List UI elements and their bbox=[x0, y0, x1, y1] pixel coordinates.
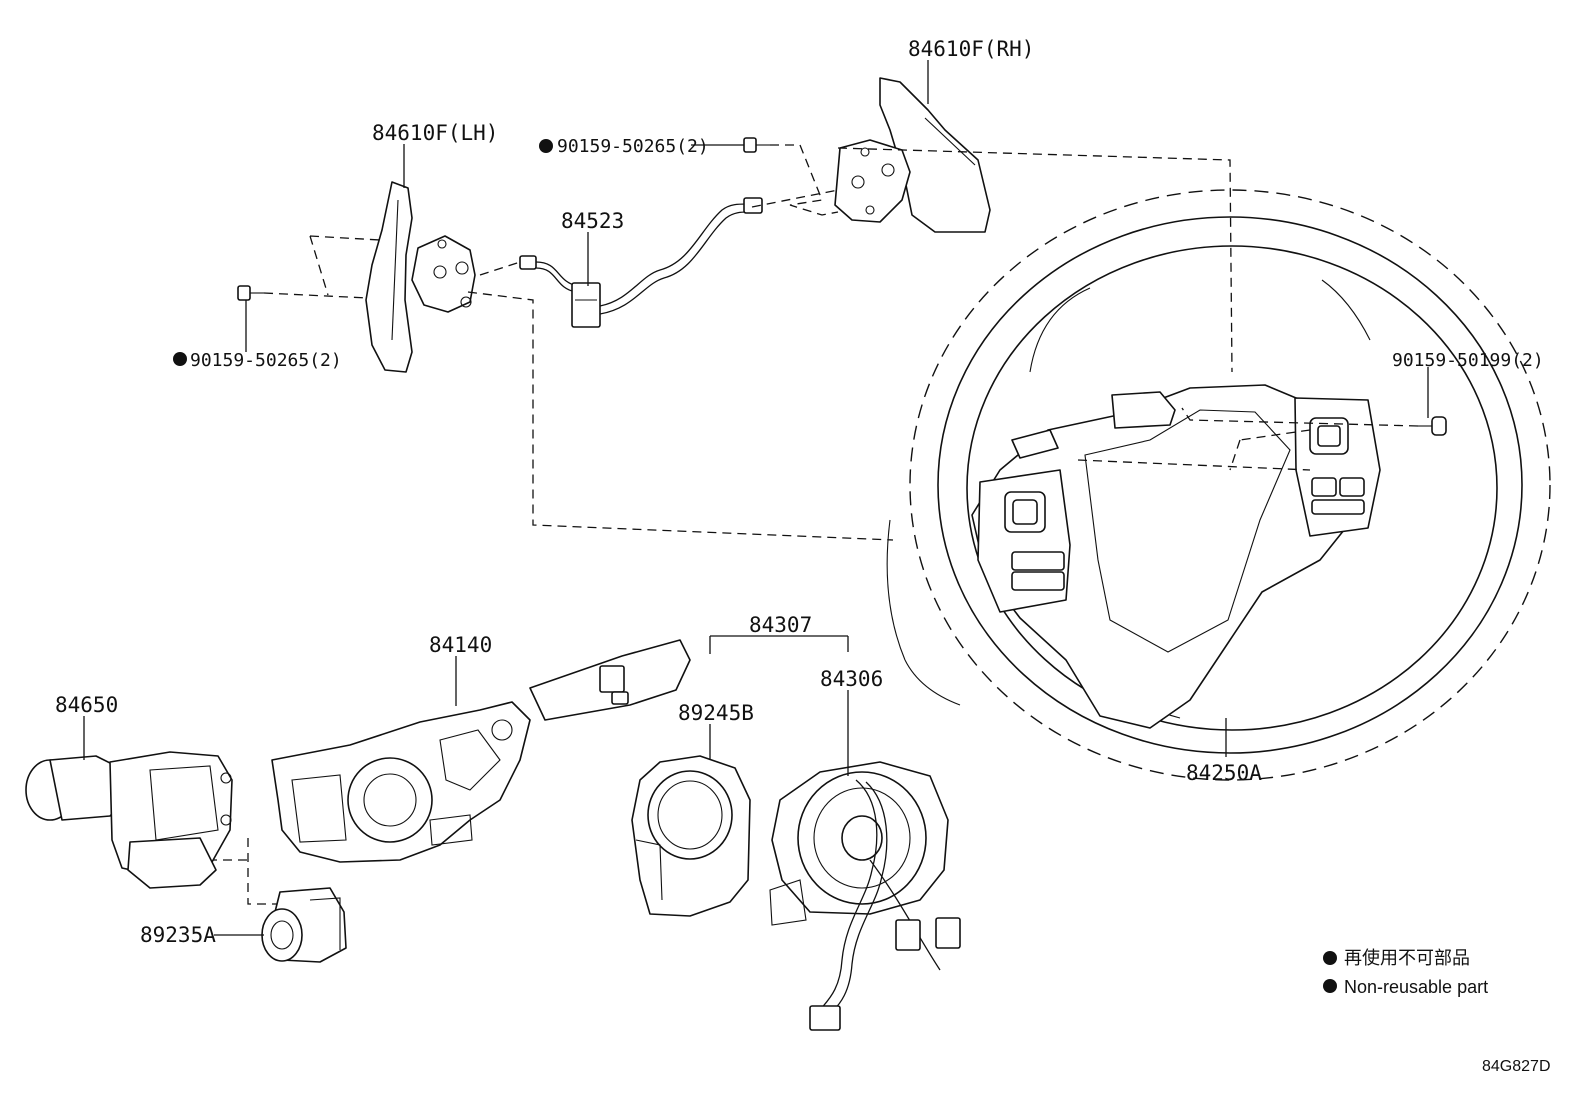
label-steering-pad: 84250A bbox=[1186, 761, 1262, 785]
screw-right-icon bbox=[1418, 416, 1447, 436]
wiper-switch bbox=[25, 751, 233, 889]
paddle-shifter-rh bbox=[834, 77, 991, 233]
non-reusable-bullet bbox=[539, 139, 553, 153]
label-paddle-rh: 84610F(RH) bbox=[908, 37, 1034, 61]
legend-bullet bbox=[1323, 979, 1337, 993]
non-reusable-bullet bbox=[173, 352, 187, 366]
legend-bullet bbox=[1323, 951, 1337, 965]
steering-wheel-illustration bbox=[886, 189, 1551, 781]
label-cluster-group: 84307 bbox=[749, 613, 812, 637]
screw-top-icon bbox=[743, 137, 770, 153]
steering-angle-sensor bbox=[631, 755, 751, 917]
label-screw-left: 90159-50265(2) bbox=[190, 350, 342, 371]
paddle-wire-harness bbox=[519, 197, 763, 328]
diagram-code: 84G827D bbox=[1482, 1058, 1551, 1075]
label-screw-right: 90159-50199(2) bbox=[1392, 350, 1544, 371]
label-spiral-cable: 84306 bbox=[820, 667, 883, 691]
label-wire-harness: 84523 bbox=[561, 209, 624, 233]
assembly-dashed-lines bbox=[208, 144, 1419, 905]
label-combination-switch: 84140 bbox=[429, 633, 492, 657]
leader-lines bbox=[83, 60, 1429, 936]
screw-left-icon bbox=[237, 285, 264, 301]
legend-text-jp: 再使用不可部品 bbox=[1344, 948, 1470, 968]
label-wiper-switch: 84650 bbox=[55, 693, 118, 717]
spiral-cable bbox=[769, 761, 961, 1031]
label-steering-sensor: 89245B bbox=[678, 701, 754, 725]
paddle-shifter-lh bbox=[365, 181, 476, 373]
legend-text-en: Non-reusable part bbox=[1344, 977, 1488, 997]
label-rear-switch: 89235A bbox=[140, 923, 216, 947]
label-paddle-lh: 84610F(LH) bbox=[372, 121, 498, 145]
rear-switch bbox=[261, 887, 347, 963]
label-screw-top: 90159-50265(2) bbox=[557, 136, 709, 157]
combination-switch bbox=[271, 639, 691, 863]
